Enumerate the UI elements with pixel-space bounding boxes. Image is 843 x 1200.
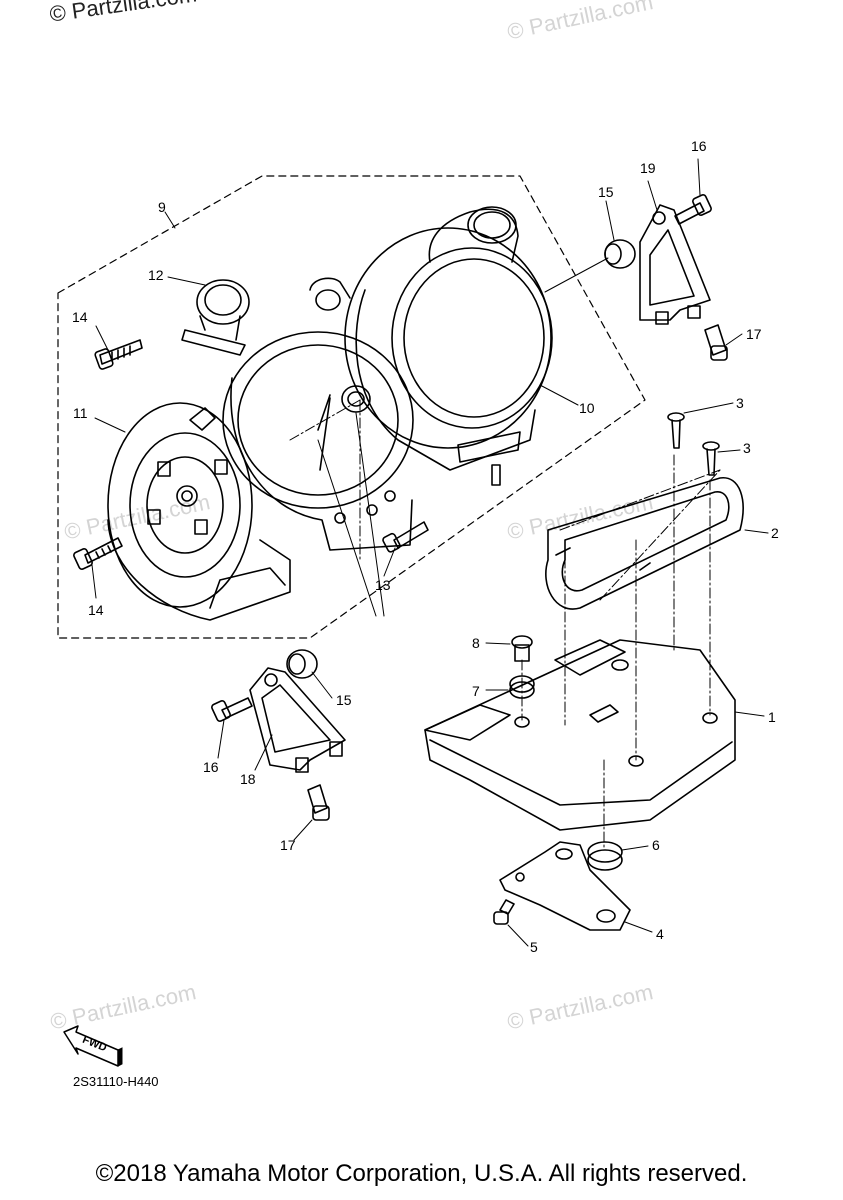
part-19-bracket: [639, 204, 711, 325]
part-4-bracket: [499, 841, 631, 931]
part-3-screw-right: [702, 441, 720, 476]
callout-1: 1: [768, 709, 776, 725]
copyright-notice: ©2018 Yamaha Motor Corporation, U.S.A. A…: [95, 1160, 748, 1187]
part-14-screw-upper: [94, 339, 143, 370]
part-8-screw: [511, 635, 533, 662]
part-11-lower-cover: [107, 402, 291, 621]
part-18-bracket: [249, 667, 346, 773]
part-16-bolt-upper: [674, 194, 712, 225]
callout-14: 14: [72, 309, 88, 325]
callout-5: 5: [530, 939, 538, 955]
callout-6: 6: [652, 837, 660, 853]
part-17-bolt-upper: [704, 324, 728, 361]
drawing-code: 2S31110-H440: [73, 1074, 159, 1089]
part-15-grommet-lower: [286, 649, 318, 679]
callout-17: 17: [746, 326, 762, 342]
part-12-socket: [181, 279, 250, 356]
callout-17: 17: [280, 837, 296, 853]
part-15-grommet-upper: [604, 239, 636, 269]
part-2-cover: [545, 477, 744, 610]
callout-18: 18: [240, 771, 256, 787]
part-13-screw: [382, 521, 429, 553]
gauge-plate: [222, 277, 414, 551]
callout-2: 2: [771, 525, 779, 541]
callout-8: 8: [472, 635, 480, 651]
callout-14: 14: [88, 602, 104, 618]
part-5-bolt: [493, 899, 515, 925]
callout-15: 15: [598, 184, 614, 200]
forward-arrow-icon: FWD: [62, 1022, 126, 1075]
callout-11: 11: [73, 405, 88, 421]
part-10-meter-case: [341, 206, 553, 486]
callout-19: 19: [640, 160, 656, 176]
callout-9: 9: [158, 199, 166, 215]
callout-3: 3: [743, 440, 751, 456]
callout-16: 16: [691, 138, 707, 154]
callout-7: 7: [472, 683, 480, 699]
part-17-bolt-lower: [307, 784, 330, 821]
callout-15: 15: [336, 692, 352, 708]
callout-3: 3: [736, 395, 744, 411]
callout-16: 16: [203, 759, 219, 775]
part-16-bolt-lower: [211, 697, 253, 722]
part-1-housing: [424, 639, 736, 831]
assembly-boundary: [57, 175, 646, 639]
callout-4: 4: [656, 926, 664, 942]
callout-13: 13: [375, 577, 391, 593]
callout-10: 10: [579, 400, 595, 416]
callout-12: 12: [148, 267, 164, 283]
part-3-screw-left: [667, 412, 685, 449]
part-14-screw-lower: [73, 537, 123, 570]
part-6-grommet: [587, 841, 623, 871]
